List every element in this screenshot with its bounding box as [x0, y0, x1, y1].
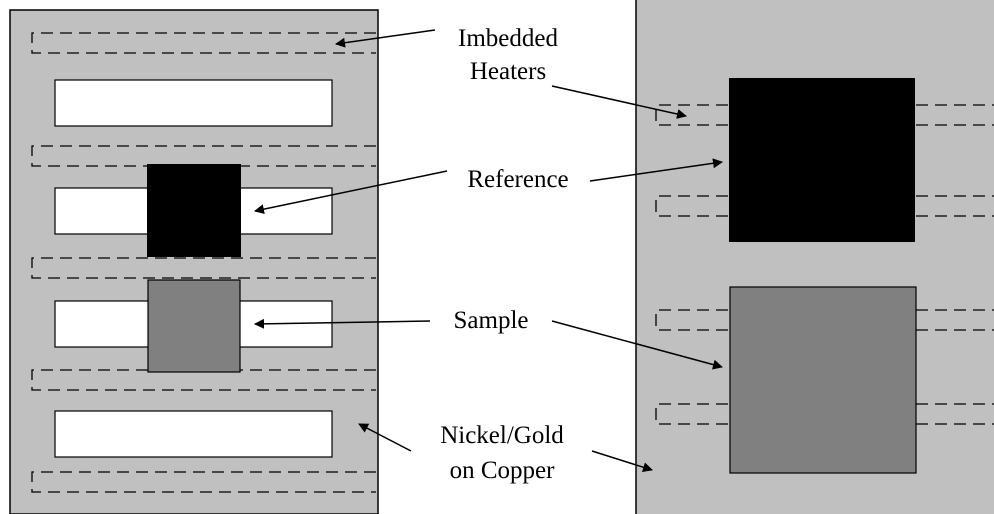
label-reference: Reference	[467, 166, 568, 193]
right-heater-channel	[655, 104, 728, 126]
label-imbedded-heaters-line1: Imbedded	[458, 25, 558, 52]
arrow-sample-right	[551, 320, 723, 370]
right-heater-channel-exit	[916, 309, 994, 331]
right-heater-channel	[655, 195, 728, 217]
label-nickel-gold-line2: on Copper	[450, 457, 556, 484]
arrow-nickel-right	[591, 450, 653, 473]
arrow-sample-left	[254, 318, 431, 329]
callout-arrows	[254, 29, 723, 473]
arrow-nickel-left	[358, 423, 412, 452]
arrow-heaters-right	[551, 85, 687, 119]
right-sample-block	[729, 286, 917, 474]
right-heater-channel-exit	[916, 104, 994, 126]
right-plate	[635, 0, 994, 514]
arrow-heaters-left	[335, 29, 436, 48]
left-reference-block	[147, 164, 241, 257]
right-heater-channel-exit	[916, 195, 994, 217]
right-heater-channel	[655, 309, 728, 331]
arrow-reference-right	[589, 158, 723, 182]
left-heater-channel	[31, 32, 376, 54]
left-plate	[9, 9, 379, 514]
left-heater-channel	[31, 471, 376, 493]
left-sample-block	[147, 279, 241, 373]
right-reference-block	[729, 78, 915, 242]
right-heater-channel-exit	[916, 403, 994, 425]
right-heater-channel	[655, 403, 728, 425]
left-slot	[54, 79, 333, 127]
arrow-reference-left	[254, 170, 448, 215]
label-nickel-gold-line1: Nickel/Gold	[440, 422, 564, 449]
left-slot	[54, 410, 333, 458]
label-imbedded-heaters-line2: Heaters	[470, 58, 546, 85]
left-heater-channel	[31, 257, 376, 279]
right-heater-channels	[655, 104, 994, 425]
label-sample: Sample	[454, 307, 529, 334]
